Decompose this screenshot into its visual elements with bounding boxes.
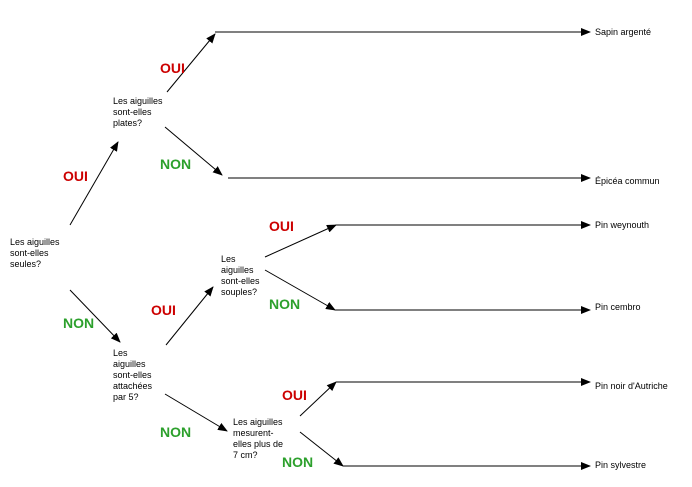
label-q2-yes: OUI: [160, 60, 185, 76]
label-q5-no: NON: [282, 454, 314, 470]
label-q5-yes: OUI: [282, 387, 307, 403]
question-needles-flexible: Les aiguilles sont-elles souples?: [221, 254, 260, 297]
edge-q1-no: [69, 289, 121, 343]
question-needles-single: Les aiguilles sont-elles seules?: [10, 237, 60, 269]
label-q4-yes: OUI: [269, 218, 294, 234]
edge-q2-no: [164, 126, 223, 176]
label-q2-no: NON: [160, 156, 192, 172]
edge-q5-no: [299, 431, 344, 467]
label-q1-no: NON: [63, 315, 95, 331]
leaf-swiss-stone-pine: Pin cembro: [595, 302, 641, 312]
label-q3-yes: OUI: [151, 302, 176, 318]
leaf-scots-pine: Pin sylvestre: [595, 460, 647, 470]
question-needles-flat: Les aiguilles sont-elles plates?: [113, 96, 163, 128]
leaf-norway-spruce: Épicéa commun: [595, 176, 660, 186]
edge-q1-yes: [69, 141, 119, 226]
edge-q4-yes: [264, 224, 337, 258]
question-needles-over-7cm: Les aiguilles mesurent- elles plus de 7 …: [233, 417, 284, 460]
edge-q3-yes: [165, 286, 214, 346]
leaf-austrian-pine: Pin noir d'Autriche: [595, 381, 668, 391]
leaf-silver-fir: Sapin argenté: [595, 27, 652, 37]
edge-q4-no: [264, 269, 336, 311]
label-q1-yes: OUI: [63, 168, 88, 184]
edge-q2-yes: [166, 33, 216, 93]
question-needles-bundle-of-5: Les aiguilles sont-elles attachées par 5…: [113, 348, 153, 402]
label-q3-no: NON: [160, 424, 192, 440]
label-q4-no: NON: [269, 296, 301, 312]
edge-q5-yes: [299, 381, 337, 417]
edge-q3-no: [164, 393, 228, 432]
leaf-weymouth-pine: Pin weynouth: [595, 220, 650, 230]
